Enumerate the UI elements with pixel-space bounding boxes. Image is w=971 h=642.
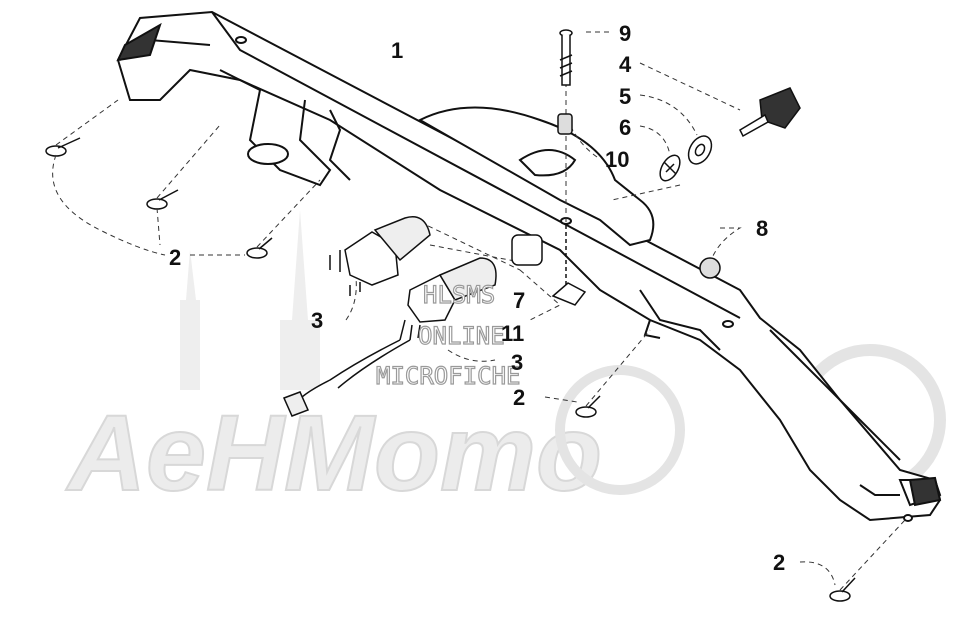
- watermark-logo: AeHMomo: [65, 392, 602, 513]
- watermark-text: HLSMS ONLINE MICROFICHE: [375, 280, 521, 390]
- callout-2-left: 2: [169, 245, 181, 270]
- callout-10: 10: [605, 147, 629, 172]
- screw-part-2-center: [575, 395, 601, 418]
- callout-11: 11: [501, 321, 524, 346]
- spacer-part-10: [557, 113, 573, 135]
- wheel-silhouette-2: [555, 365, 685, 495]
- nut-part-6: [659, 154, 681, 182]
- callout-2-center: 2: [513, 385, 525, 410]
- callout-2-right: 2: [773, 550, 785, 575]
- background-watermark: AeHMomo: [64, 210, 946, 514]
- screw-part-2-left-top: [45, 137, 81, 157]
- watermark-line-1: HLSMS: [423, 281, 495, 309]
- watermark-line-2: ONLINE: [418, 322, 505, 350]
- callout-labels: 1 2 2 2 3 3 4 5 6 7 8 9 10 11: [169, 21, 785, 575]
- screw-part-2-left-mid: [146, 189, 179, 210]
- callout-4: 4: [619, 52, 632, 77]
- bolt-part-9: [559, 29, 573, 86]
- tower-silhouette: [280, 210, 320, 390]
- leader-lines: [52, 31, 906, 591]
- callout-3-lower: 3: [511, 350, 523, 375]
- spire-silhouette: [180, 250, 200, 390]
- washer-part-5: [687, 135, 713, 165]
- callout-6: 6: [619, 115, 631, 140]
- callout-3-upper: 3: [311, 308, 323, 333]
- key-part-4: [739, 87, 801, 138]
- watermark-line-3: MICROFICHE: [376, 362, 521, 390]
- handlebar-cover-part-1: [116, 10, 942, 522]
- screw-part-2-right: [829, 577, 856, 602]
- callout-5: 5: [619, 84, 631, 109]
- callout-7: 7: [513, 288, 525, 313]
- plate-part-7: [551, 225, 587, 306]
- callout-9: 9: [619, 21, 631, 46]
- callout-1: 1: [391, 38, 403, 63]
- switch-part-3-upper: [329, 216, 543, 296]
- screw-part-2-left-bottom: [246, 237, 273, 259]
- switch-part-3-lower: [282, 257, 497, 417]
- callout-8: 8: [756, 216, 768, 241]
- knob-part-8: [699, 257, 721, 279]
